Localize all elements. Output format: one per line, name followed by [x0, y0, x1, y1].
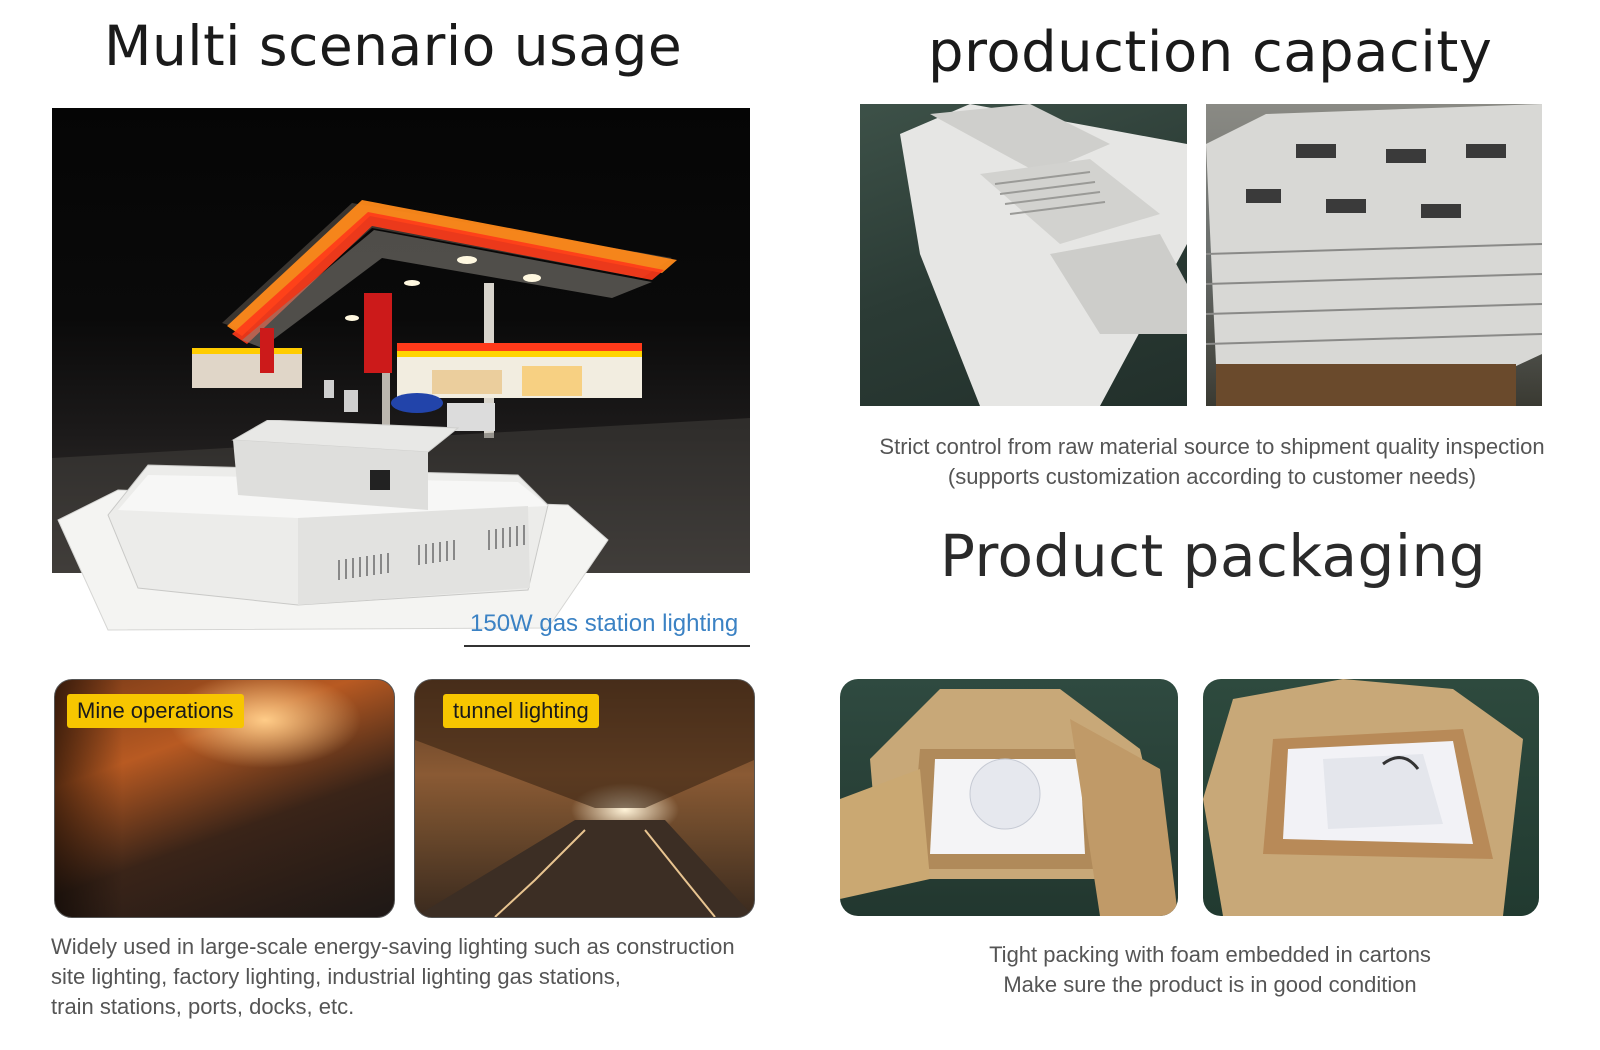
tunnel-lighting-photo: tunnel lighting — [414, 679, 755, 918]
packaging-line-2: Make sure the product is in good conditi… — [1003, 972, 1417, 997]
stacked-lamps-photo-2 — [1206, 104, 1542, 406]
mine-operations-label: Mine operations — [67, 694, 244, 728]
stacked-lamps-photo-1 — [860, 104, 1187, 406]
product-packaging-title: Product packaging — [940, 522, 1487, 590]
multi-scenario-title: Multi scenario usage — [104, 14, 683, 78]
capacity-description: Strict control from raw material source … — [862, 432, 1562, 492]
usage-line-2: site lighting, factory lighting, industr… — [51, 964, 621, 989]
usage-line-1: Widely used in large-scale energy-saving… — [51, 934, 735, 959]
packaging-photo-2 — [1203, 679, 1539, 916]
usage-description: Widely used in large-scale energy-saving… — [51, 932, 771, 1022]
mine-operations-photo: Mine operations — [54, 679, 395, 918]
capacity-line-1: Strict control from raw material source … — [879, 434, 1545, 459]
usage-line-3: train stations, ports, docks, etc. — [51, 994, 355, 1019]
gas-station-lamp-product — [48, 419, 628, 650]
caption-underline — [464, 645, 750, 647]
gas-station-caption: 150W gas station lighting — [470, 610, 739, 637]
tunnel-lighting-label: tunnel lighting — [443, 694, 599, 728]
packaging-photo-1 — [840, 679, 1178, 916]
packaging-description: Tight packing with foam embedded in cart… — [930, 940, 1490, 1000]
capacity-line-2: (supports customization according to cus… — [947, 464, 1477, 489]
production-capacity-title: production capacity — [928, 20, 1493, 85]
packaging-line-1: Tight packing with foam embedded in cart… — [989, 942, 1431, 967]
